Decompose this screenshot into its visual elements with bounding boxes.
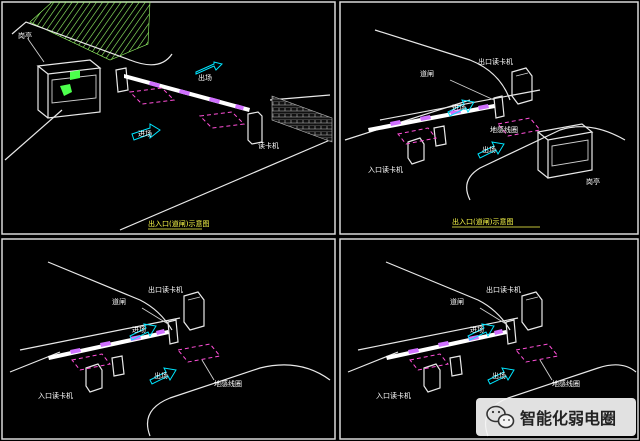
direction-arrow-1 [129, 323, 157, 341]
loop-label: 地感线圈 [552, 379, 580, 388]
detector-loop-1 [397, 127, 437, 145]
barrier-gate [386, 319, 517, 360]
panel-1-title: 出入口(道闸)示意图 [148, 219, 209, 228]
detector-loop-2 [177, 343, 221, 363]
entry-reader [423, 355, 463, 393]
detector-loop-1 [128, 87, 176, 105]
direction-arrow-2 [487, 367, 515, 385]
exit-reader-label: 出口读卡机 [478, 57, 513, 66]
barrier-label: 道闸 [112, 297, 126, 306]
barrier-label: 道闸 [420, 69, 434, 78]
arrow-label-1: 进场 [452, 103, 466, 112]
direction-arrow-2 [149, 367, 177, 385]
entry-reader [407, 125, 447, 165]
barrier-gate [368, 95, 505, 132]
detector-loop-2 [497, 117, 541, 137]
loop-label: 地感线圈 [490, 125, 518, 134]
barrier-label: 道闸 [450, 297, 464, 306]
arrow-label-1: 出场 [198, 73, 212, 82]
direction-arrow-1 [467, 323, 495, 341]
wechat-icon [486, 405, 515, 429]
barrier-gate [48, 319, 179, 360]
entry-reader [85, 355, 125, 393]
panel-1: 岗亭 读卡机 出场 进场 出入口(道闸)示意图 [1, 1, 336, 235]
booth-label: 岗亭 [586, 177, 600, 186]
exit-reader-label: 出口读卡机 [148, 285, 183, 294]
panel-2-title: 出入口(道闸)示意图 [452, 217, 513, 226]
guard-booth [36, 59, 102, 119]
direction-arrow-1 [447, 99, 475, 117]
exit-reader-label: 出口读卡机 [486, 285, 521, 294]
panel-3: 出口读卡机 道闸 入口读卡机 地感线圈 进场 出场 [1, 238, 336, 440]
watermark-text: 智能化弱电圈 [520, 409, 616, 428]
exit-reader [521, 291, 543, 331]
detector-loop-2 [515, 343, 559, 363]
watermark: 智能化弱电圈 [476, 398, 636, 436]
entry-reader-label: 入口读卡机 [368, 165, 403, 174]
arrow-label-1: 进场 [132, 325, 146, 334]
guard-booth [536, 123, 594, 179]
exit-reader [511, 67, 533, 105]
card-reader [247, 111, 263, 145]
direction-arrow-2 [477, 141, 505, 159]
barrier-gate [115, 67, 250, 112]
reader-label: 读卡机 [258, 141, 279, 150]
arrow-label-2: 出场 [154, 371, 168, 380]
detector-loop-1 [71, 353, 111, 371]
arrow-label-2: 出场 [482, 145, 496, 154]
direction-arrow-1 [195, 61, 223, 75]
booth-label: 岗亭 [18, 31, 32, 40]
detector-loop-2 [198, 111, 246, 129]
exit-reader [183, 291, 205, 331]
entry-reader-label: 入口读卡机 [38, 391, 73, 400]
brick-wall [271, 95, 333, 143]
panel-2: 出口读卡机 道闸 入口读卡机 地感线圈 进场 出场 岗亭 [339, 1, 639, 235]
loop-label: 地感线圈 [214, 379, 242, 388]
detector-loop-1 [409, 353, 449, 371]
arrow-label-1: 进场 [470, 325, 484, 334]
direction-arrow-2 [131, 123, 161, 141]
green-hatch-strip [29, 1, 151, 61]
arrow-label-2: 出场 [492, 371, 506, 380]
arrow-label-2: 进场 [138, 129, 152, 138]
entry-reader-label: 入口读卡机 [376, 391, 411, 400]
